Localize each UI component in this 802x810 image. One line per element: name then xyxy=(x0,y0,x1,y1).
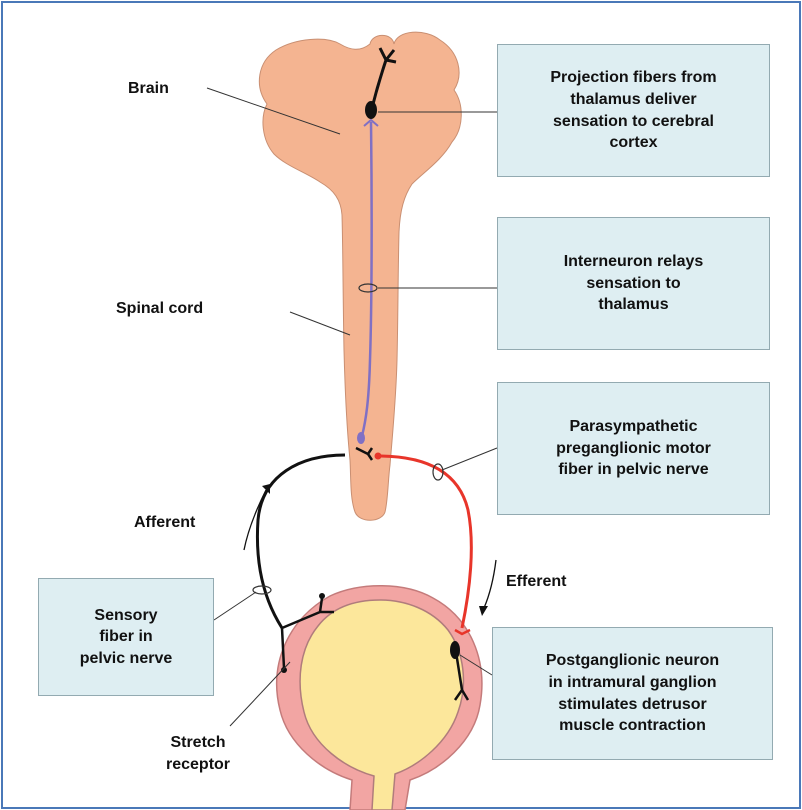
spinal-cord-label: Spinal cord xyxy=(116,298,203,320)
stretch-receptor-ending-1 xyxy=(319,593,325,599)
afferent-label: Afferent xyxy=(134,512,195,534)
projection-cell-body xyxy=(365,101,377,119)
parasympathetic-leader-line xyxy=(442,448,497,470)
parasympathetic-box: Parasympathetic preganglionic motor fibe… xyxy=(497,382,770,515)
efferent-origin xyxy=(375,453,382,460)
projection-fibers-box: Projection fibers from thalamus deliver … xyxy=(497,44,770,177)
bladder-lumen xyxy=(300,600,463,810)
efferent-direction-arrow xyxy=(484,560,496,608)
bladder xyxy=(277,586,482,810)
postganglionic-cell-body xyxy=(450,641,460,659)
sensory-fiber-box: Sensory fiber in pelvic nerve xyxy=(38,578,214,696)
brain-spinal-cord-shape xyxy=(259,32,461,520)
efferent-arrowhead xyxy=(479,606,488,616)
efferent-label: Efferent xyxy=(506,571,566,593)
brain-label: Brain xyxy=(128,78,169,100)
postganglionic-box: Postganglionic neuron in intramural gang… xyxy=(492,627,773,760)
interneuron-cell-body xyxy=(357,432,365,444)
stretch-receptor-label: Stretch receptor xyxy=(166,732,230,775)
sensory-leader-line xyxy=(214,592,256,620)
spinal-cord-leader-line xyxy=(290,312,350,335)
interneuron-box: Interneuron relays sensation to thalamus xyxy=(497,217,770,350)
